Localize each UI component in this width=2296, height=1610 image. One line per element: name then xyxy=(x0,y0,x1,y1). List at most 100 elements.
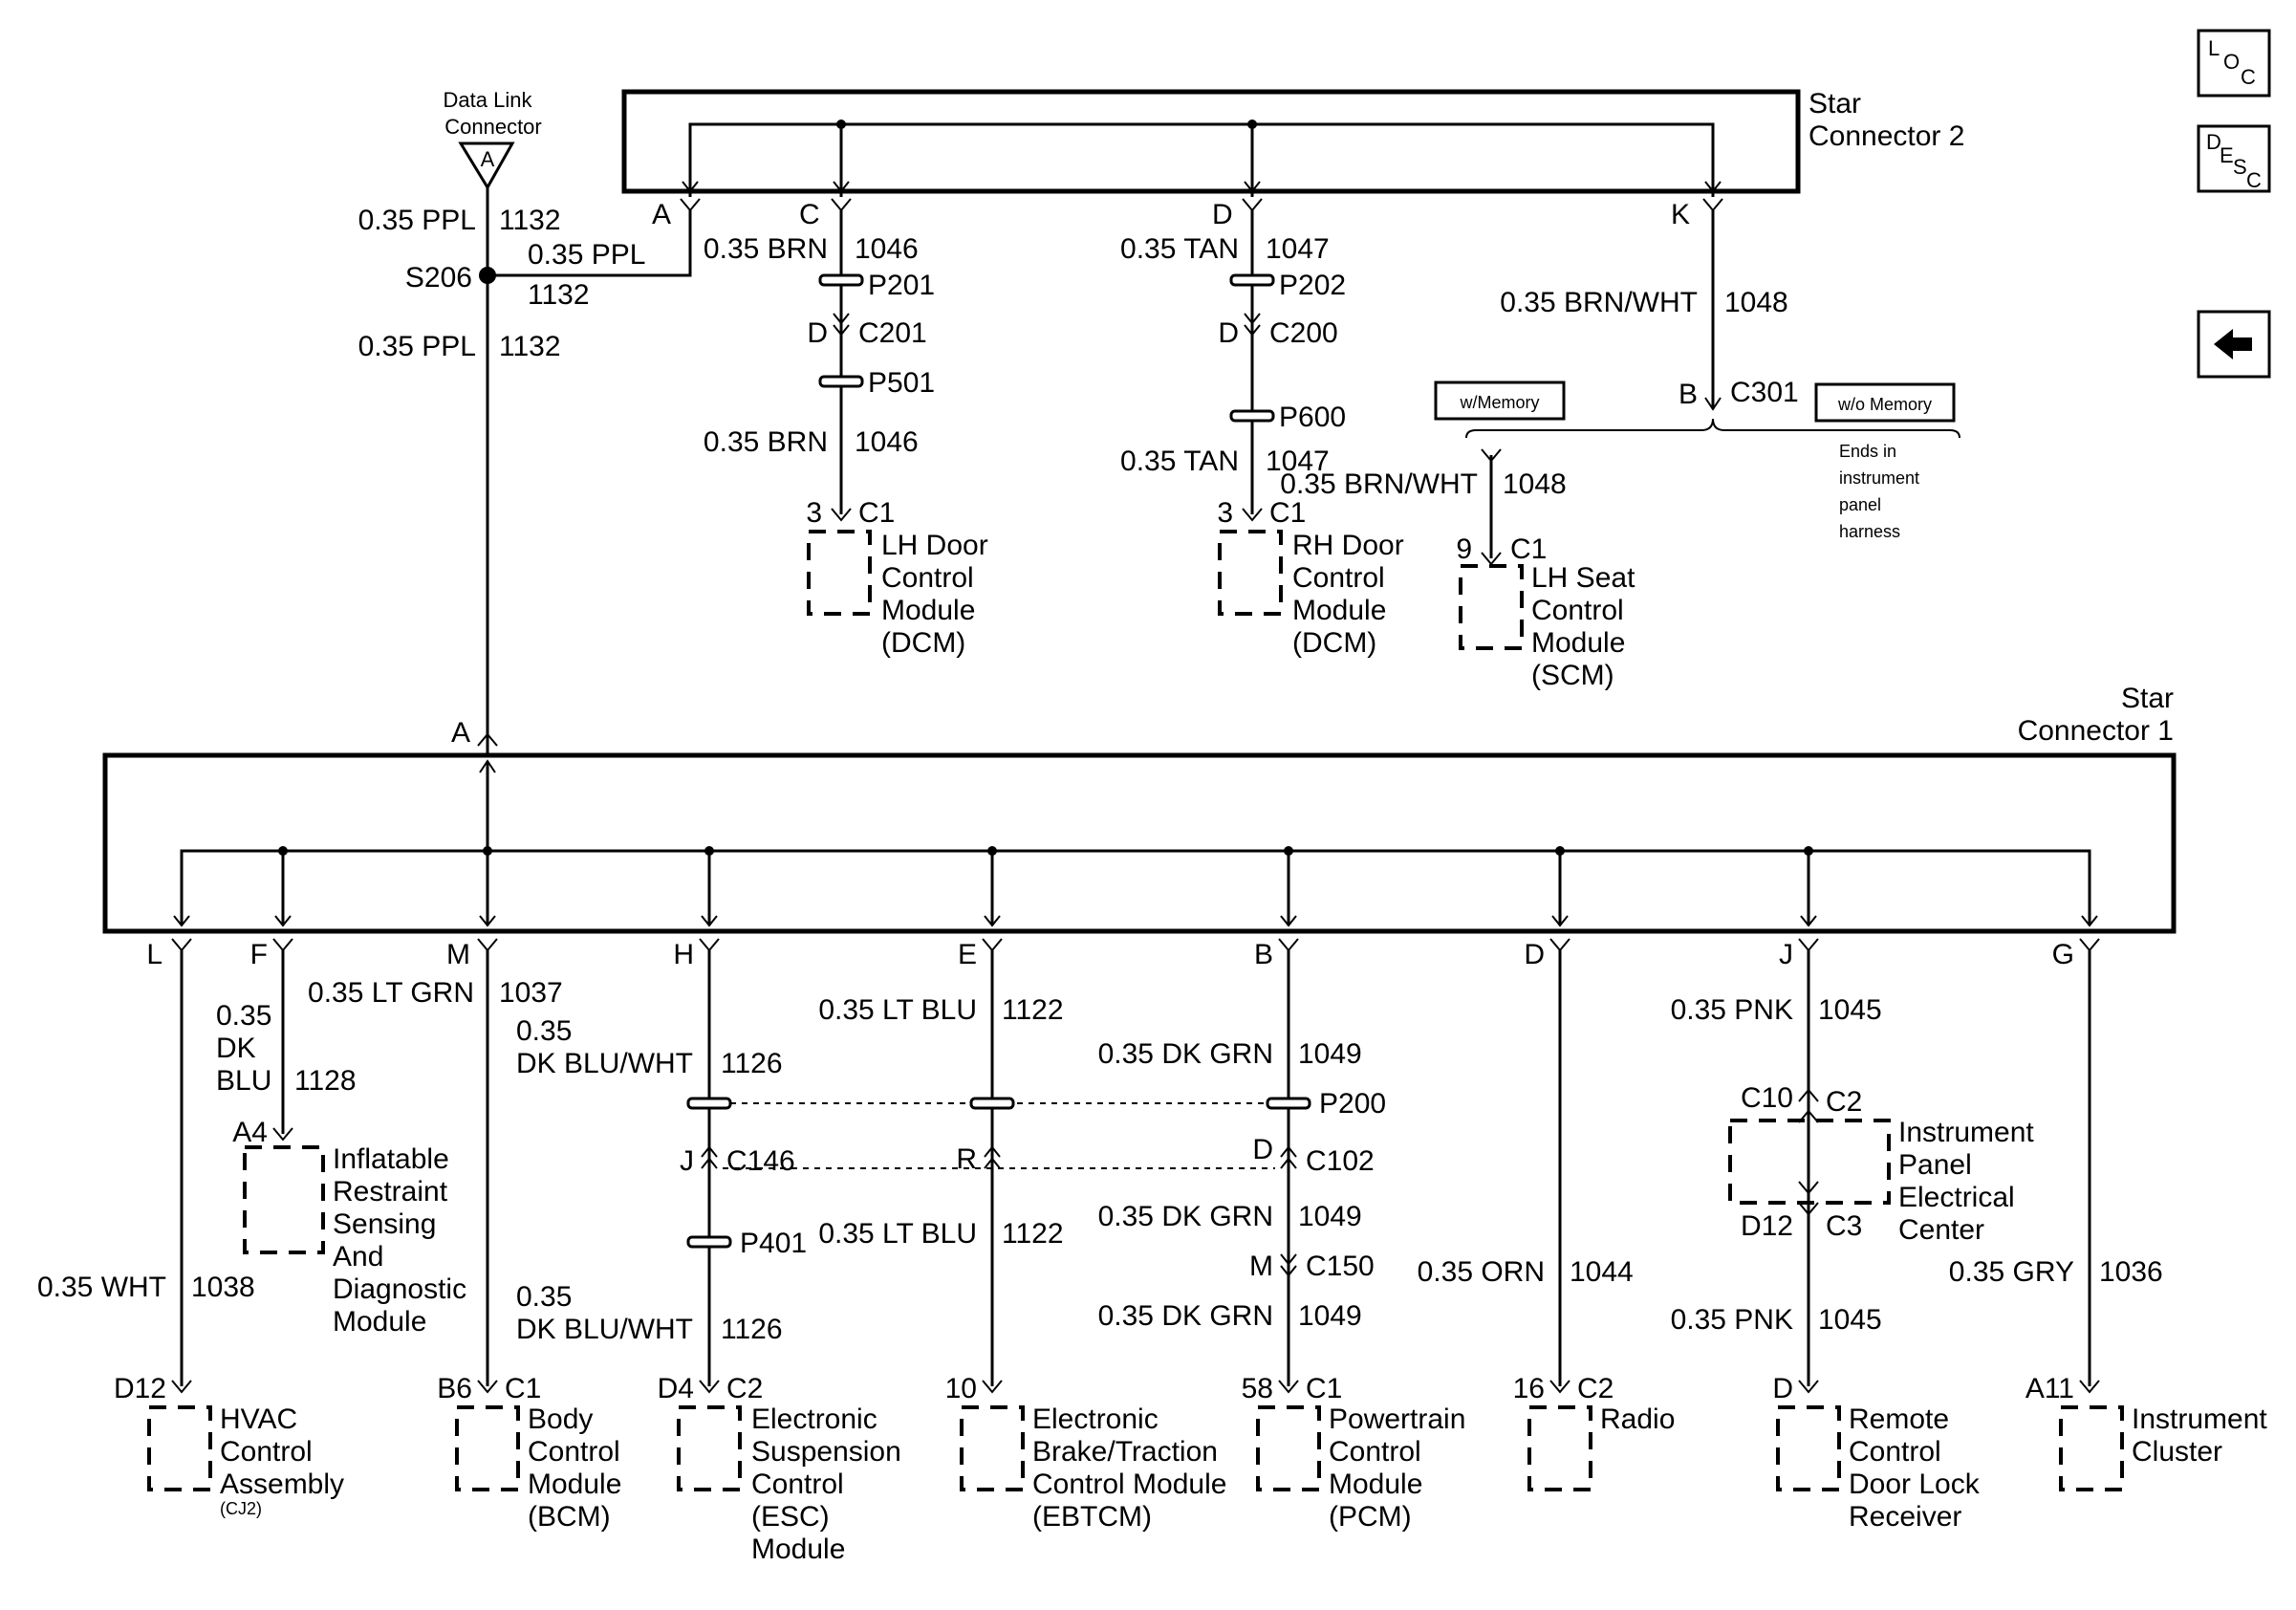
lh-seat-name-2: Control xyxy=(1531,595,1624,626)
lh-seat-wire-2: 0.35 BRN/WHT xyxy=(1280,468,1478,500)
pcm-circuit-2: 1049 xyxy=(1298,1201,1362,1232)
ipec-in-conn: C2 xyxy=(1826,1086,1862,1118)
esc-circuit-1: 1126 xyxy=(721,1048,783,1079)
ipec-out-conn: C3 xyxy=(1826,1210,1862,1242)
ebtcm-wire-2: 0.35 LT BLU xyxy=(818,1218,977,1250)
irsdm-name-4: And xyxy=(333,1241,383,1273)
rh-door-wire-1: 0.35 TAN xyxy=(1120,233,1239,265)
rh-door-p202: P202 xyxy=(1279,270,1346,301)
cluster-name-2: Cluster xyxy=(2132,1436,2222,1468)
star1-pin-j: J xyxy=(1779,939,1793,970)
ebtcm-name-1: Electronic xyxy=(1032,1403,1159,1435)
rcdlr-name-4: Receiver xyxy=(1849,1501,1961,1533)
esc-p401: P401 xyxy=(740,1228,807,1259)
hvac-name-3: Assembly xyxy=(220,1469,344,1500)
lh-seat-circuit-2: 1048 xyxy=(1503,468,1567,500)
star1-pin-f: F xyxy=(250,939,268,970)
rcdlr-circuit-1: 1045 xyxy=(1818,994,1882,1026)
cluster-module xyxy=(2059,1405,2124,1491)
ipec-name-2: Panel xyxy=(1898,1149,1972,1181)
rcdlr-wire-1: 0.35 PNK xyxy=(1671,994,1793,1026)
back-button[interactable] xyxy=(2197,310,2271,379)
rh-door-pin: 3 xyxy=(1217,497,1233,529)
irsdm-module xyxy=(243,1145,325,1254)
ebtcm-name-3: Control Module xyxy=(1032,1469,1226,1500)
rh-door-circuit-2: 1047 xyxy=(1266,446,1330,477)
dlc-pin: A xyxy=(481,147,495,171)
ebtcm-module xyxy=(960,1405,1025,1491)
loc-c: C xyxy=(2241,65,2256,89)
without-memory-label: w/o Memory xyxy=(1837,395,1932,414)
rh-door-circuit-1: 1047 xyxy=(1266,233,1330,265)
rh-door-name-2: Control xyxy=(1292,562,1385,594)
left-arrow-icon xyxy=(2214,329,2252,359)
esc-wire-1b: DK BLU/WHT xyxy=(516,1048,693,1079)
star1-pin-m: M xyxy=(446,939,470,970)
dlc-wire-branch: 0.35 PPL xyxy=(528,239,645,271)
star1-pin-e: E xyxy=(958,939,977,970)
lh-door-name-1: LH Door xyxy=(881,530,988,561)
lh-door-module-conn: C1 xyxy=(858,497,895,529)
ends-note-3: panel xyxy=(1839,495,1881,514)
radio-branch xyxy=(1549,950,1570,1394)
star1-pin-l: L xyxy=(146,939,162,970)
lh-door-name-2: Control xyxy=(881,562,974,594)
desc-d: D xyxy=(2206,130,2221,154)
star-connector-2-box xyxy=(621,89,1801,194)
pcm-c102: C102 xyxy=(1306,1145,1375,1177)
hvac-module xyxy=(147,1405,212,1491)
cluster-name-1: Instrument xyxy=(2132,1403,2267,1435)
irsdm-wire-3: BLU xyxy=(216,1065,271,1097)
bcm-module xyxy=(455,1405,520,1491)
rh-door-wire-2: 0.35 TAN xyxy=(1120,446,1239,477)
lh-door-circuit-2: 1046 xyxy=(855,426,919,458)
bcm-name-1: Body xyxy=(528,1403,593,1435)
lh-door-name-4: (DCM) xyxy=(881,627,965,659)
lh-seat-name-3: Module xyxy=(1531,627,1625,659)
pcm-p200: P200 xyxy=(1319,1088,1386,1120)
lh-seat-module-conn: C1 xyxy=(1510,533,1547,565)
esc-branch xyxy=(686,950,732,1394)
star2-pin-k: K xyxy=(1671,199,1690,230)
star2-pin-d: D xyxy=(1212,199,1233,230)
esc-wire-2b: DK BLU/WHT xyxy=(516,1314,693,1345)
hvac-name-1: HVAC xyxy=(220,1403,297,1435)
bcm-wire: 0.35 LT GRN xyxy=(308,977,474,1009)
bcm-name-3: Module xyxy=(528,1469,621,1500)
irsdm-wire-1: 0.35 xyxy=(216,1000,271,1032)
irsdm-name-2: Restraint xyxy=(333,1176,448,1208)
dlc-circuit-bottom: 1132 xyxy=(499,331,561,362)
lh-door-pin: 3 xyxy=(806,497,822,529)
desc-e: E xyxy=(2220,143,2234,167)
dlc-title-2: Connector xyxy=(444,115,542,139)
pcm-wire-2: 0.35 DK GRN xyxy=(1098,1201,1273,1232)
star-connector-1-box xyxy=(102,752,2177,934)
bcm-name-2: Control xyxy=(528,1436,620,1468)
desc-button[interactable]: D E S C xyxy=(2197,124,2271,193)
rh-door-c200: C200 xyxy=(1269,317,1338,349)
irsdm-wire-2: DK xyxy=(216,1033,256,1064)
radio-circuit: 1044 xyxy=(1570,1256,1634,1288)
ebtcm-conn-pin: R xyxy=(956,1143,977,1175)
pcm-name-2: Control xyxy=(1329,1436,1421,1468)
lh-seat-conn-pin: B xyxy=(1679,379,1698,410)
rh-door-name-1: RH Door xyxy=(1292,530,1404,561)
pcm-wire-1: 0.35 DK GRN xyxy=(1098,1038,1273,1070)
dlc-wire-bottom: 0.35 PPL xyxy=(358,331,476,362)
pcm-branch xyxy=(1266,950,1311,1394)
lh-seat-wire-1: 0.35 BRN/WHT xyxy=(1500,287,1698,318)
hvac-pin: D12 xyxy=(114,1373,166,1404)
cluster-circuit: 1036 xyxy=(2099,1256,2163,1288)
hvac-name-2: Control xyxy=(220,1436,313,1468)
star1-pin-h: H xyxy=(673,939,694,970)
lh-seat-name-4: (SCM) xyxy=(1531,660,1614,691)
esc-name-5: Module xyxy=(751,1534,845,1565)
rcdlr-name-3: Door Lock xyxy=(1849,1469,1981,1500)
ebtcm-branch xyxy=(969,950,1015,1394)
lh-door-conn-pin: D xyxy=(807,317,828,349)
ipec-name-3: Electrical xyxy=(1898,1182,2015,1213)
loc-button[interactable]: L O C xyxy=(2197,29,2271,98)
star1-pin-b: B xyxy=(1254,939,1273,970)
rcdlr-name-1: Remote xyxy=(1849,1403,1949,1435)
cluster-pin: A11 xyxy=(2025,1373,2074,1404)
